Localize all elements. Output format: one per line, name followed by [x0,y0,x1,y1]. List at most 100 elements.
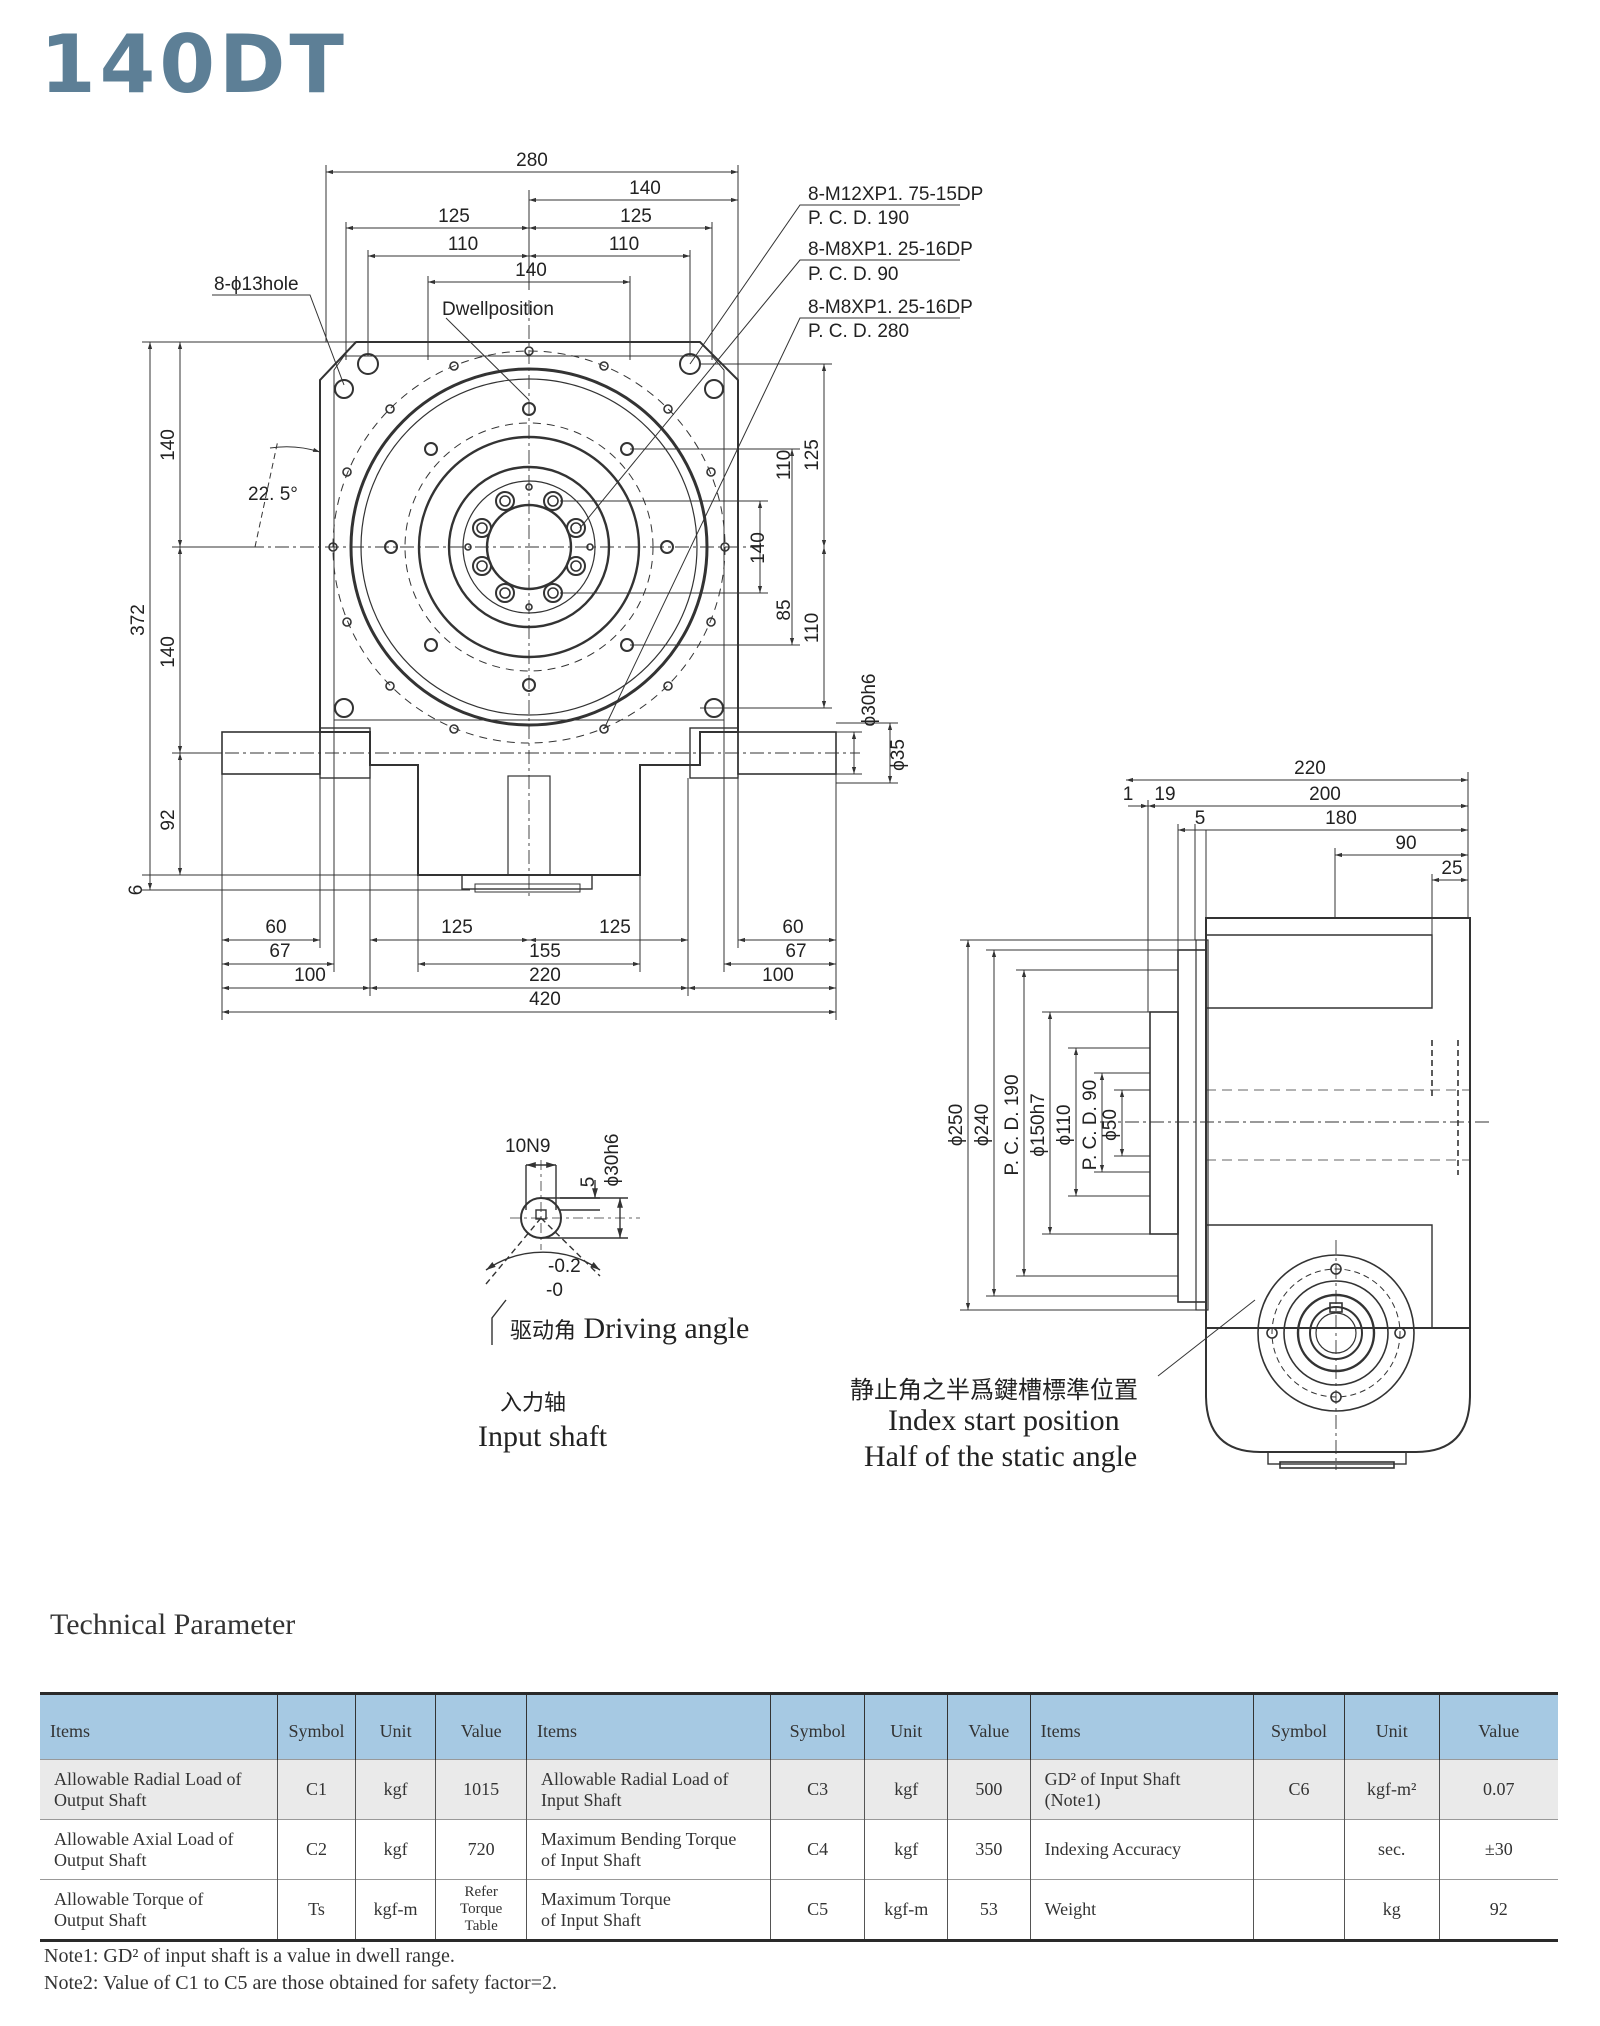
shaft-phi: ϕ30h6 [602,1134,623,1187]
table-cell: kgf [354,1819,436,1880]
table-cell: C2 [277,1819,356,1880]
front-dimensions [142,165,960,1020]
input-shaft-cn: 入力轴 [500,1391,567,1416]
table-cell: 1015 [435,1759,527,1820]
dim-140-top: 140 [629,178,661,199]
dim-125-left: 125 [438,206,470,227]
header-value: Value [1438,1693,1558,1760]
dim-110-r1: 110 [774,450,795,480]
dim-60-right: 60 [782,917,803,938]
dim-140-left-lower: 140 [158,636,179,668]
cell-line: Maximum Bending Torque [541,1828,737,1849]
dim-19-side: 19 [1154,784,1175,805]
dim-100-left: 100 [294,965,326,986]
dim-phi110: ϕ110 [1054,1105,1075,1146]
input-shaft-en: Input shaft [478,1420,608,1453]
table-cell: 720 [435,1819,527,1880]
cell-line: C2 [305,1839,327,1860]
dim-140-r: 140 [748,532,769,564]
driving-angle-en: Driving angle [583,1312,750,1345]
dim-6: 6 [126,885,147,896]
key-depth: 5 [578,1177,599,1188]
header-items: Items [1029,1693,1254,1760]
index-caption-en1: Index start position [888,1404,1120,1437]
dim-90-side: 90 [1395,833,1416,854]
tol-upper: -0.2 [548,1256,581,1277]
side-dimensions [960,772,1469,1377]
dim-180-side: 180 [1325,808,1357,829]
dim-67-right: 67 [785,941,806,962]
cell-line: sec. [1377,1839,1406,1860]
cell-line: kgf [894,1839,919,1860]
key-label: 10N9 [505,1136,550,1157]
front-dimension-labels: 280 140 125 125 110 110 140 8-ϕ13hole Dw… [126,150,983,1010]
cell-line: Refer [464,1883,498,1900]
table-cell: 53 [947,1879,1031,1941]
table-cell: ±30 [1438,1819,1558,1880]
header-symbol: Symbol [277,1693,356,1760]
cell-line: Maximum Torque [541,1888,671,1909]
dim-125-right: 125 [620,206,652,227]
cell-line: kg [1382,1899,1401,1920]
model-title: 140DT [40,18,348,111]
dwell-label: Dwellposition [442,299,554,320]
cell-line: kgf [894,1779,919,1800]
dim-140-inner: 140 [515,260,547,281]
table-cell: Weight [1029,1879,1254,1941]
callout-2-spec: 8-M8XP1. 25-16DP [808,239,973,260]
table-cell: kg [1343,1879,1440,1941]
header-items: Items [526,1693,771,1760]
dim-110-r2: 110 [802,613,823,643]
table-cell: C3 [769,1759,865,1820]
table-header-row: Items Symbol Unit Value Items Symbol Uni… [40,1693,1558,1760]
cell-line: ±30 [1484,1839,1513,1860]
dim-1-side: 1 [1123,784,1134,805]
dim-phi150h7: ϕ150h7 [1028,1093,1049,1156]
table-cell: C1 [277,1759,356,1820]
dim-220-bottom: 220 [529,965,561,986]
header-symbol: Symbol [1253,1693,1345,1760]
cell-line: of Input Shaft [541,1849,641,1870]
cell-line: Ts [308,1899,325,1920]
table-cell: GD² of Input Shaft(Note1) [1029,1759,1254,1820]
driving-angle-caption: 驱动角 Driving angle [510,1312,749,1346]
header-value: Value [947,1693,1031,1760]
callout-1-pcd: P. C. D. 190 [808,208,909,229]
index-caption-cn: 静止角之半爲鍵槽標準位置 [850,1376,1138,1404]
dim-pcd90-side: P. C. D. 90 [1080,1080,1101,1170]
dim-220-side: 220 [1294,758,1326,779]
cell-line: 92 [1489,1899,1508,1920]
dim-110-left: 110 [448,234,478,255]
dim-125-bottom-left: 125 [441,917,473,938]
dim-200-side: 200 [1309,784,1341,805]
header-value: Value [435,1693,527,1760]
cell-line: 53 [979,1899,998,1920]
cell-line: 0.07 [1483,1779,1515,1800]
table-cell: Ts [277,1879,356,1941]
table-cell: Indexing Accuracy [1029,1819,1254,1880]
dim-125-bottom-right: 125 [599,917,631,938]
cell-line: Allowable Axial Load of [54,1828,234,1849]
driving-angle-cn: 驱动角 [510,1319,577,1344]
header-unit: Unit [864,1693,948,1760]
technical-parameter-table: Items Symbol Unit Value Items Symbol Uni… [40,1692,1558,1942]
dim-110-right: 110 [609,234,639,255]
dim-phi30h6: ϕ30h6 [859,674,880,727]
cell-line: Allowable Radial Load of [541,1768,729,1789]
callout-1-spec: 8-M12XP1. 75-15DP [808,184,983,205]
table-cell: 92 [1438,1879,1558,1941]
cell-line: C1 [305,1779,327,1800]
note-2: Note2: Value of C1 to C5 are those obtai… [44,1972,557,1994]
dim-67-left: 67 [269,941,290,962]
table-cell: 0.07 [1438,1759,1558,1820]
dim-60-left: 60 [265,917,286,938]
table-cell: 350 [947,1819,1031,1880]
dim-92: 92 [158,809,179,830]
index-caption-en2: Half of the static angle [864,1440,1138,1473]
